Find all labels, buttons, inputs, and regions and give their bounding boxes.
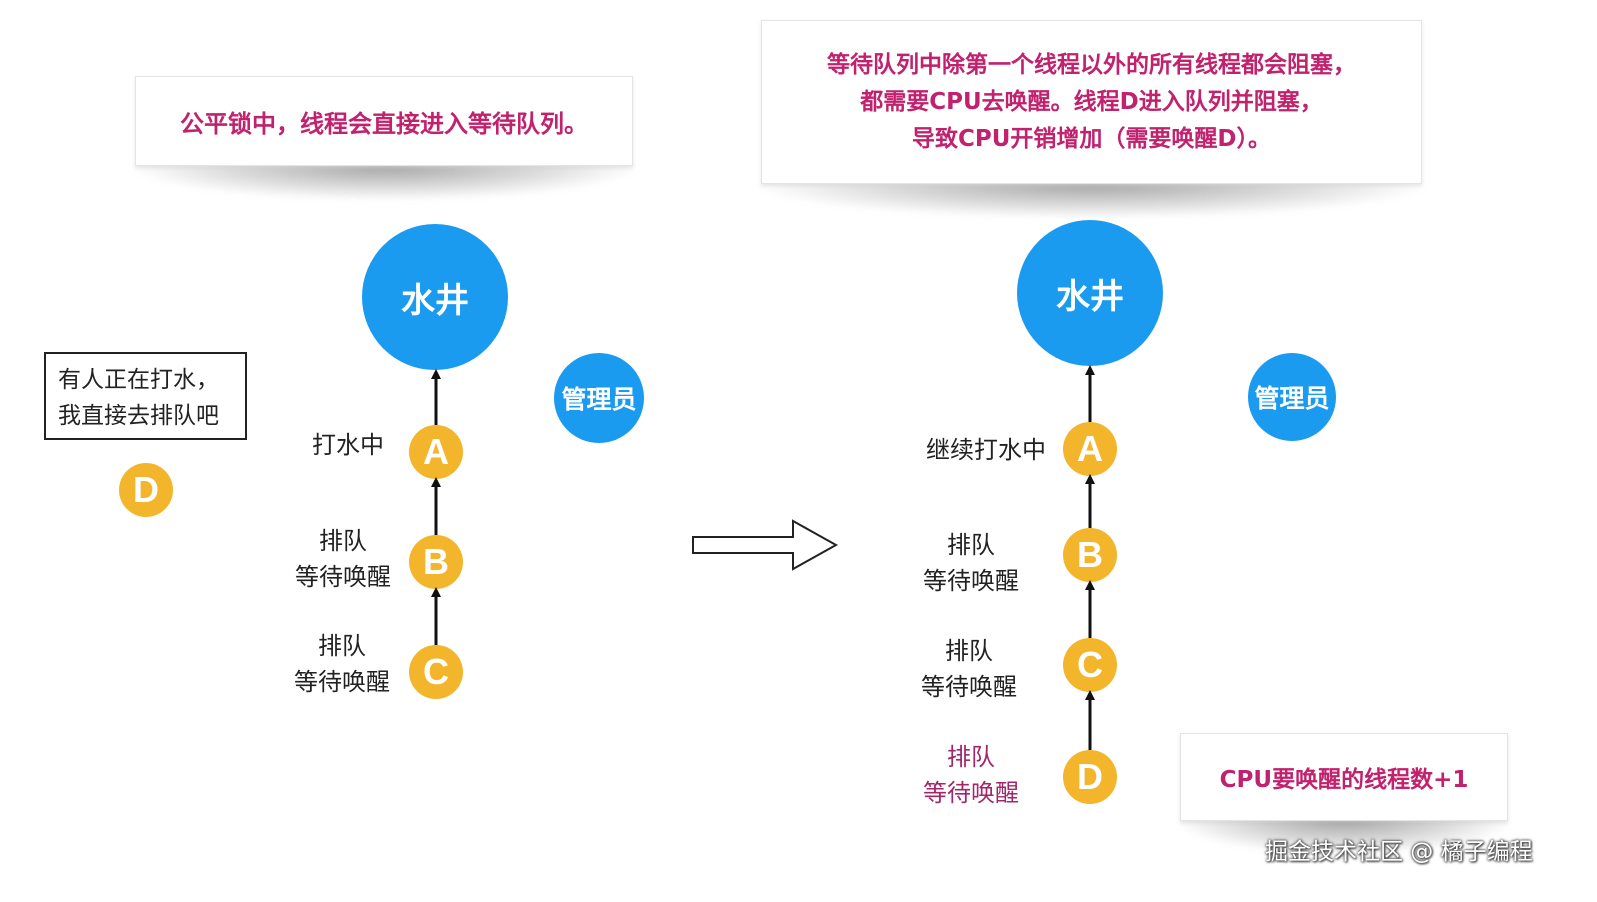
- cpu-note-callout: CPU要唤醒的线程数+1: [1180, 733, 1508, 821]
- right-callout-line: 都需要CPU去唤醒。线程D进入队列并阻塞，: [860, 88, 1323, 115]
- label-line: 等待唤醒: [923, 779, 1019, 807]
- node-letter: D: [133, 469, 159, 510]
- callout-shadow: [756, 184, 1426, 218]
- label-line: 等待唤醒: [921, 673, 1017, 701]
- label-line: 排队: [319, 527, 367, 555]
- label-line: 等待唤醒: [923, 567, 1019, 595]
- node-a-label: 继续打水中: [900, 432, 1046, 468]
- thread-node-d: D: [119, 463, 173, 517]
- node-c-label: 排队 等待唤醒: [283, 628, 401, 700]
- node-c-label: 排队 等待唤醒: [910, 633, 1028, 705]
- label-line: 继续打水中: [926, 436, 1046, 464]
- node-b-label: 排队 等待唤醒: [284, 523, 402, 595]
- node-a-label: 打水中: [290, 427, 384, 463]
- well-circle: 水井: [1017, 220, 1163, 366]
- label-line: 排队: [318, 632, 366, 660]
- node-letter: C: [1077, 644, 1103, 685]
- right-callout-line: 等待队列中除第一个线程以外的所有线程都会阻塞，: [827, 51, 1356, 78]
- speech-box: 有人正在打水， 我直接去排队吧: [44, 352, 247, 440]
- well-label: 水井: [1056, 276, 1124, 317]
- manager-circle: 管理员: [554, 353, 644, 443]
- node-letter: A: [423, 431, 449, 472]
- node-letter: B: [1077, 534, 1103, 575]
- label-line: 打水中: [312, 431, 384, 459]
- node-letter: B: [423, 541, 449, 582]
- label-line: 排队: [945, 637, 993, 665]
- node-d-label: 排队 等待唤醒: [912, 739, 1030, 811]
- left-callout-text: 公平锁中，线程会直接进入等待队列。: [180, 109, 588, 138]
- manager-circle: 管理员: [1248, 353, 1336, 441]
- thread-node-c: C: [1063, 638, 1117, 692]
- node-letter: D: [1077, 756, 1103, 797]
- thread-node-b: B: [409, 535, 463, 589]
- speech-line: 我直接去排队吧: [58, 403, 219, 429]
- watermark: 掘金技术社区 @ 橘子编程: [1265, 839, 1533, 865]
- cpu-note-text: CPU要唤醒的线程数+1: [1219, 767, 1469, 793]
- speech-line: 有人正在打水，: [58, 367, 219, 393]
- label-line: 排队: [947, 531, 995, 559]
- transition-arrow: [692, 519, 839, 571]
- thread-node-c: C: [409, 645, 463, 699]
- node-letter: C: [423, 651, 449, 692]
- right-callout: 等待队列中除第一个线程以外的所有线程都会阻塞， 都需要CPU去唤醒。线程D进入队…: [761, 20, 1422, 184]
- thread-node-d: D: [1063, 750, 1117, 804]
- right-callout-line: 导致CPU开销增加（需要唤醒D）。: [911, 125, 1271, 152]
- well-label: 水井: [401, 280, 469, 321]
- manager-label: 管理员: [561, 385, 637, 414]
- thread-node-a: A: [409, 425, 463, 479]
- node-letter: A: [1077, 428, 1103, 469]
- label-line: 等待唤醒: [295, 563, 391, 591]
- thread-node-b: B: [1063, 528, 1117, 582]
- callout-shadow: [132, 166, 638, 200]
- node-b-label: 排队 等待唤醒: [912, 527, 1030, 599]
- thread-node-a: A: [1063, 422, 1117, 476]
- label-line: 排队: [947, 743, 995, 771]
- label-line: 等待唤醒: [294, 668, 390, 696]
- callout-shadow: [1176, 820, 1512, 854]
- left-callout: 公平锁中，线程会直接进入等待队列。: [135, 76, 633, 166]
- manager-label: 管理员: [1254, 384, 1330, 413]
- well-circle: 水井: [362, 224, 508, 370]
